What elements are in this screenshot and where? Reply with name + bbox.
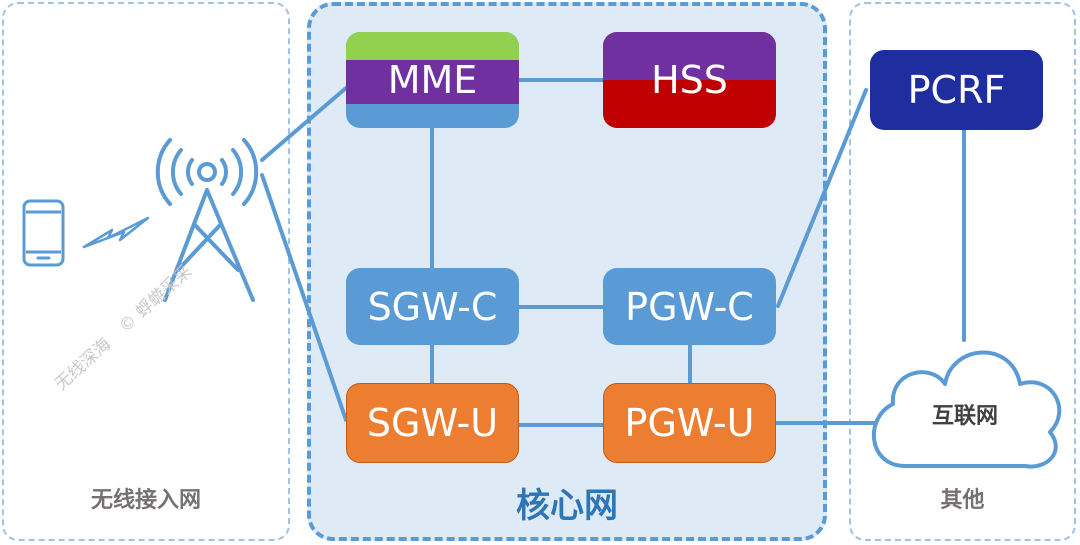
- internet-label: 互联网: [931, 404, 998, 429]
- pgw-c-node: PGW-C: [603, 268, 776, 345]
- access-network-label: 无线接入网: [90, 488, 201, 513]
- phone-icon: [22, 199, 65, 267]
- link-pgwc-pcrf: [776, 88, 868, 308]
- sgw-u-node: SGW-U: [346, 383, 519, 463]
- access-network-region: [2, 2, 290, 541]
- sgw-u-label: SGW-U: [366, 401, 499, 445]
- mme-label: MME: [387, 58, 478, 102]
- pcrf-node: PCRF: [870, 50, 1043, 130]
- pgw-u-label: PGW-U: [624, 401, 755, 445]
- hss-node: HSS: [603, 32, 776, 128]
- core-network-label: 核心网: [516, 486, 618, 526]
- sgw-c-label: SGW-C: [367, 284, 498, 329]
- other-label: 其他: [940, 488, 985, 513]
- link-enb-sgwu: [260, 173, 348, 422]
- other-region: [849, 2, 1076, 541]
- link-enb-mme: [260, 86, 348, 162]
- pgw-c-label: PGW-C: [625, 284, 754, 329]
- base-station-tower-icon: [155, 138, 259, 302]
- cloud-icon: [871, 350, 1062, 469]
- sgw-c-node: SGW-C: [346, 268, 519, 345]
- hss-label: HSS: [651, 58, 728, 102]
- pcrf-label: PCRF: [907, 68, 1006, 112]
- wireless-signal-icon: [82, 216, 150, 249]
- mme-node: MME: [346, 32, 519, 128]
- pgw-u-node: PGW-U: [603, 383, 776, 463]
